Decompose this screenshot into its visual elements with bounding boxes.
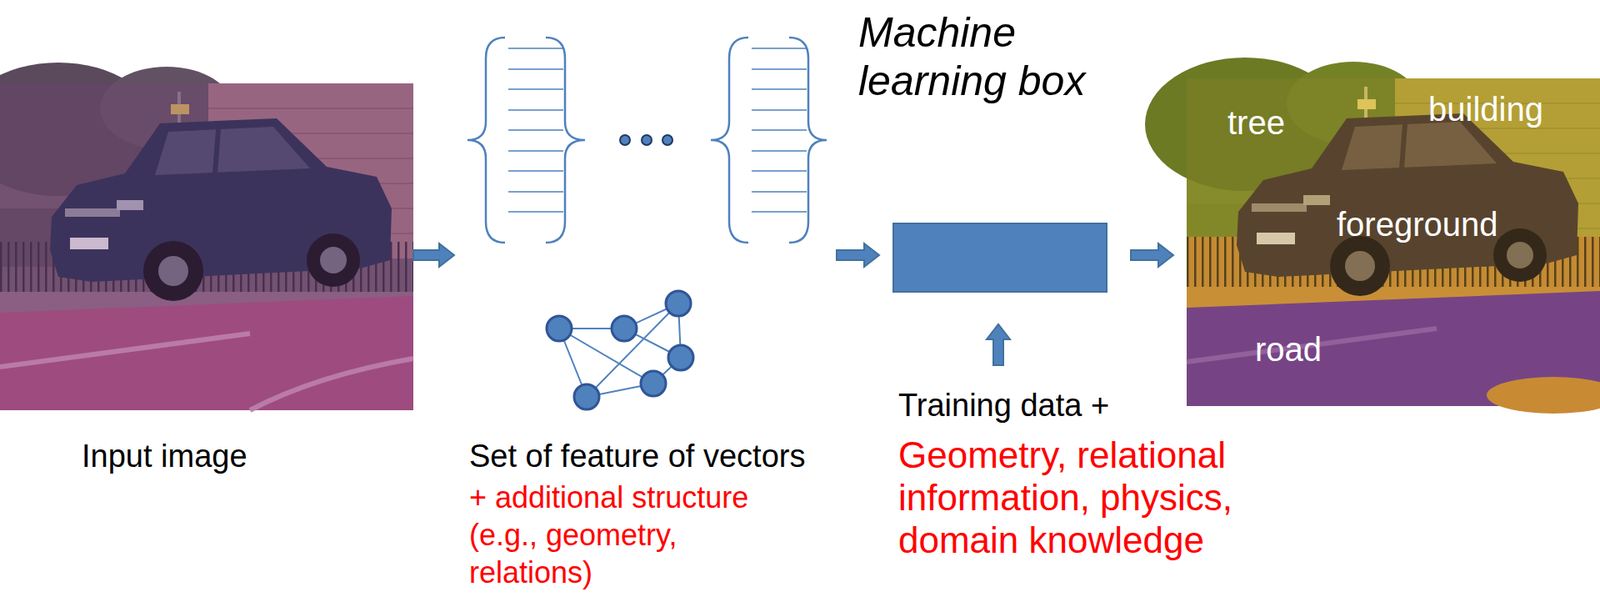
feature-vector-group: Set of feature of vectors+ additional st… xyxy=(464,37,827,588)
box-title: Machine learning box xyxy=(858,8,1142,105)
graph-node xyxy=(611,315,637,341)
block-arrow xyxy=(413,243,455,267)
region-label: road xyxy=(1255,330,1322,369)
input-image-frame: Input image xyxy=(0,83,414,410)
region-label: foreground xyxy=(1336,205,1498,244)
graph-node xyxy=(546,315,572,341)
output-photo xyxy=(1145,57,1600,414)
photo-ground xyxy=(0,83,414,410)
region-label: tree xyxy=(1227,103,1285,142)
vector-entries xyxy=(751,48,807,212)
graph-node xyxy=(574,384,600,410)
block-arrow xyxy=(836,243,880,267)
block-arrow xyxy=(986,324,1010,365)
left-brace xyxy=(467,37,505,243)
learning-box: Machine learning box xyxy=(892,222,1108,293)
dot xyxy=(620,135,630,145)
structure-note: + additional structure (e.g., geometry, … xyxy=(469,478,786,591)
graph-edges xyxy=(559,303,681,397)
relation-graph xyxy=(546,290,694,410)
input-photo xyxy=(0,62,414,410)
group-caption: Set of feature of vectors xyxy=(469,436,836,475)
training-label: Training data + xyxy=(898,385,1282,425)
purple-tint xyxy=(0,83,414,410)
image-caption: Input image xyxy=(81,436,349,475)
dot xyxy=(641,135,652,145)
left-brace xyxy=(710,37,749,243)
vector-entries xyxy=(508,48,564,212)
dot xyxy=(662,135,673,145)
label-tint xyxy=(1186,78,1600,406)
photo-ground xyxy=(1186,78,1600,406)
region-label: building xyxy=(1428,90,1544,129)
training-input: Training data + Geometry, relational info… xyxy=(898,385,1282,561)
graph-node xyxy=(668,345,694,370)
output-image-frame: tree building foreground road xyxy=(1186,78,1600,406)
feature-vector-brackets xyxy=(467,37,827,243)
block-arrow xyxy=(1130,243,1174,267)
knowledge-note: Geometry, relational information, physic… xyxy=(898,433,1282,561)
graph-node xyxy=(665,290,691,316)
ellipsis-dots xyxy=(620,135,673,145)
graph-node xyxy=(640,370,666,396)
